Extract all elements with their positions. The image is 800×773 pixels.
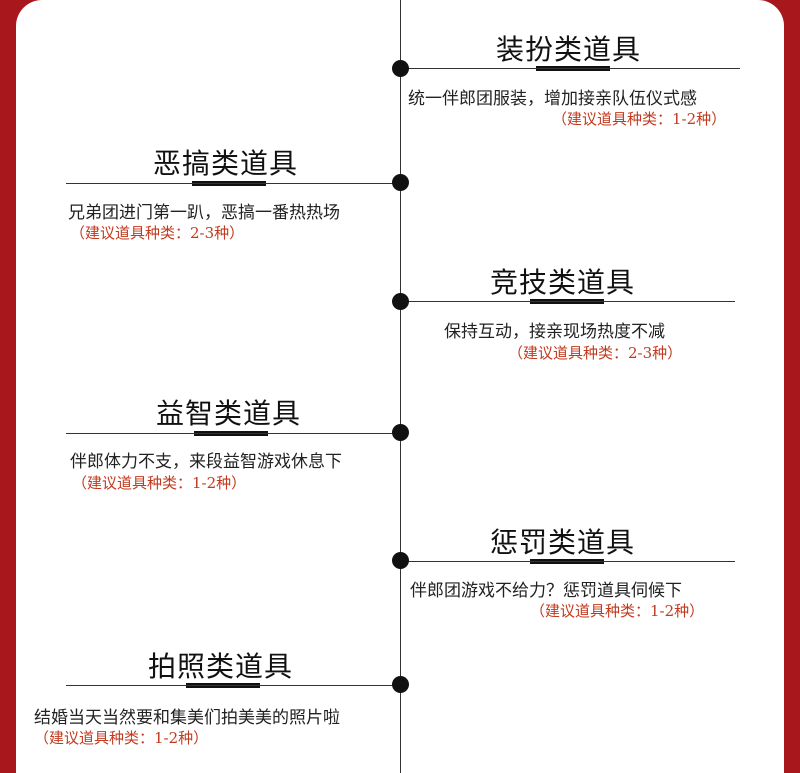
item-note: （建议道具种类：1-2种） — [552, 110, 727, 128]
timeline-dot — [392, 293, 409, 310]
timeline-dot — [392, 676, 409, 693]
item-note: （建议道具种类：1-2种） — [72, 474, 247, 492]
item-title: 恶搞类道具 — [153, 147, 299, 180]
item-description: 保持互动，接亲现场热度不减 — [444, 322, 665, 342]
card-corner-left — [16, 0, 46, 30]
item-title: 益智类道具 — [156, 397, 302, 430]
item-title: 拍照类道具 — [148, 650, 294, 683]
timeline-dot — [392, 424, 409, 441]
item-note: （建议道具种类：1-2种） — [34, 729, 209, 747]
item-title: 装扮类道具 — [496, 33, 642, 66]
item-note: （建议道具种类：1-2种） — [530, 602, 705, 620]
timeline-dot — [392, 552, 409, 569]
divider-line — [400, 301, 735, 302]
timeline-dot — [392, 174, 409, 191]
item-description: 结婚当天当然要和集美们拍美美的照片啦 — [34, 708, 340, 728]
divider-line — [66, 685, 401, 686]
timeline-axis — [400, 0, 401, 773]
divider-line — [400, 68, 740, 69]
card-corner-right — [754, 0, 784, 30]
item-note: （建议道具种类：2-3种） — [508, 344, 683, 362]
item-title: 竞技类道具 — [490, 266, 636, 299]
item-title: 惩罚类道具 — [490, 526, 636, 559]
item-description: 统一伴郎团服装，增加接亲队伍仪式感 — [408, 89, 697, 109]
item-note: （建议道具种类：2-3种） — [70, 224, 245, 242]
timeline-dot — [392, 60, 409, 77]
divider-line — [66, 433, 401, 434]
divider-line — [400, 561, 735, 562]
item-description: 兄弟团进门第一趴，恶搞一番热热场 — [68, 203, 340, 223]
item-description: 伴郎体力不支，来段益智游戏休息下 — [70, 452, 342, 472]
item-description: 伴郎团游戏不给力？惩罚道具伺候下 — [410, 581, 682, 601]
divider-line — [66, 183, 401, 184]
